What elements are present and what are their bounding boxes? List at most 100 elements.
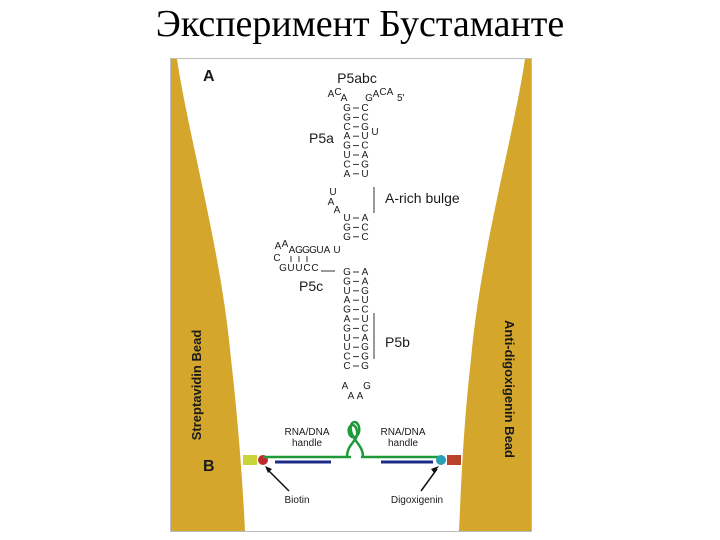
loop-nucleotide: G bbox=[365, 93, 373, 104]
stem-nucleotide: G bbox=[343, 103, 351, 114]
stem-nucleotide: A bbox=[362, 267, 369, 278]
streptavidin-bead-label: Streptavidin Bead bbox=[189, 330, 204, 441]
stem-nucleotide: A bbox=[344, 295, 351, 306]
streptavidin-bead bbox=[171, 59, 245, 531]
stem-nucleotide: U bbox=[361, 314, 368, 325]
stem-nucleotide: G bbox=[343, 305, 351, 316]
stem-nucleotide: U bbox=[361, 169, 368, 180]
stem-nucleotide: A bbox=[344, 169, 351, 180]
anti-digoxigenin-bead bbox=[459, 59, 531, 531]
region-label-a-rich-bulge: A-rich bulge bbox=[385, 190, 460, 206]
stem-nucleotide: U bbox=[343, 342, 350, 353]
left-handle-label-line1: RNA/DNA bbox=[284, 427, 329, 438]
p5c-nucleotide: U bbox=[287, 263, 294, 274]
stem-nucleotide: G bbox=[361, 159, 369, 170]
left-bead-cap bbox=[243, 455, 257, 465]
stem-nucleotide: A bbox=[344, 131, 351, 142]
slide-title: Эксперимент Бустаманте bbox=[155, 3, 565, 45]
stem-nucleotide: C bbox=[361, 222, 368, 233]
loop-nucleotide: G bbox=[363, 381, 371, 392]
stem-nucleotide: G bbox=[343, 232, 351, 243]
stem-nucleotide: C bbox=[343, 361, 350, 372]
right-bead-cap bbox=[447, 455, 461, 465]
bustamante-figure: Streptavidin Bead Anti-digoxigenin Bead … bbox=[170, 58, 532, 532]
stem-nucleotide: C bbox=[361, 323, 368, 334]
loop-nucleotide: A bbox=[348, 391, 355, 402]
p5c-nucleotide: A bbox=[289, 245, 296, 256]
p5c-nucleotide: A bbox=[324, 245, 331, 256]
loop-nucleotide: A bbox=[328, 89, 335, 100]
loop-nucleotide: A bbox=[357, 391, 364, 402]
stem-nucleotide: A bbox=[362, 333, 369, 344]
p5c-nucleotide: A bbox=[282, 239, 289, 250]
panel-a-label: A bbox=[203, 68, 215, 85]
region-label-p5b: P5b bbox=[385, 334, 410, 350]
p5c-nucleotide: A bbox=[275, 241, 282, 252]
stem-nucleotide: G bbox=[361, 286, 369, 297]
biotin-label: Biotin bbox=[284, 495, 309, 506]
stem-nucleotide: A bbox=[362, 213, 369, 224]
rna-hairpin-loop bbox=[345, 420, 365, 458]
loop-nucleotide: C bbox=[379, 87, 386, 98]
stem-nucleotide: C bbox=[361, 141, 368, 152]
stem-nucleotide: G bbox=[343, 276, 351, 287]
p5c-nucleotide: U bbox=[316, 245, 323, 256]
stem-nucleotide: G bbox=[343, 141, 351, 152]
stem-nucleotide: G bbox=[361, 352, 369, 363]
p5c-nucleotide: C bbox=[311, 263, 318, 274]
p5c-nucleotide: U bbox=[295, 263, 302, 274]
stem-nucleotide: C bbox=[361, 305, 368, 316]
stem-nucleotide: A bbox=[344, 314, 351, 325]
digoxigenin-arrow bbox=[420, 468, 438, 492]
digoxigenin-dot bbox=[436, 455, 446, 465]
stem-nucleotide: U bbox=[361, 295, 368, 306]
stem-nucleotide: C bbox=[361, 103, 368, 114]
stem-nucleotide: G bbox=[343, 112, 351, 123]
p5c-nucleotide: U bbox=[333, 245, 340, 256]
bulge-nucleotide: U bbox=[371, 127, 378, 138]
stem-nucleotide: C bbox=[343, 159, 350, 170]
p5c-nucleotide: G bbox=[295, 245, 303, 256]
five-prime-label: 5' bbox=[397, 93, 405, 104]
stem-nucleotide: G bbox=[361, 122, 369, 133]
loop-nucleotide: C bbox=[334, 87, 341, 98]
loop-nucleotide: A bbox=[387, 87, 394, 98]
stem-nucleotide: A bbox=[362, 276, 369, 287]
loop-nucleotide: A bbox=[341, 93, 348, 104]
stem-nucleotide: C bbox=[361, 232, 368, 243]
stem-nucleotide: G bbox=[343, 323, 351, 334]
loop-nucleotide: A bbox=[342, 381, 349, 392]
stem-nucleotide: C bbox=[361, 112, 368, 123]
p5c-nucleotide: G bbox=[279, 263, 287, 274]
stem-nucleotide: G bbox=[361, 361, 369, 372]
structure-title: P5abc bbox=[337, 70, 377, 86]
panel-b-label: B bbox=[203, 458, 215, 475]
bulge-nucleotide: U bbox=[329, 187, 336, 198]
stem-nucleotide: U bbox=[343, 213, 350, 224]
p5c-nucleotide: G bbox=[302, 245, 310, 256]
stem-nucleotide: U bbox=[361, 131, 368, 142]
stem-nucleotide: G bbox=[361, 342, 369, 353]
right-handle-label-line1: RNA/DNA bbox=[380, 427, 425, 438]
anti-digoxigenin-bead-label: Anti-digoxigenin Bead bbox=[502, 320, 517, 458]
stem-nucleotide: U bbox=[343, 286, 350, 297]
left-handle-label-line2: handle bbox=[292, 438, 322, 449]
stem-nucleotide: C bbox=[343, 352, 350, 363]
p5c-nucleotide: G bbox=[309, 245, 317, 256]
biotin-arrow bbox=[266, 468, 290, 492]
stem-nucleotide: G bbox=[343, 222, 351, 233]
bulge-nucleotide: A bbox=[328, 197, 335, 208]
bulge-nucleotide: A bbox=[334, 205, 341, 216]
region-label-p5a: P5a bbox=[309, 130, 334, 146]
stem-nucleotide: U bbox=[343, 150, 350, 161]
region-label-p5c: P5c bbox=[299, 278, 323, 294]
stem-nucleotide: U bbox=[343, 333, 350, 344]
digoxigenin-label: Digoxigenin bbox=[391, 495, 443, 506]
biotin-arrowhead bbox=[265, 466, 272, 473]
p5c-nucleotide: C bbox=[303, 263, 310, 274]
stem-nucleotide: G bbox=[343, 267, 351, 278]
right-handle-label-line2: handle bbox=[388, 438, 418, 449]
digoxigenin-arrowhead bbox=[431, 466, 439, 473]
stem-nucleotide: A bbox=[362, 150, 369, 161]
